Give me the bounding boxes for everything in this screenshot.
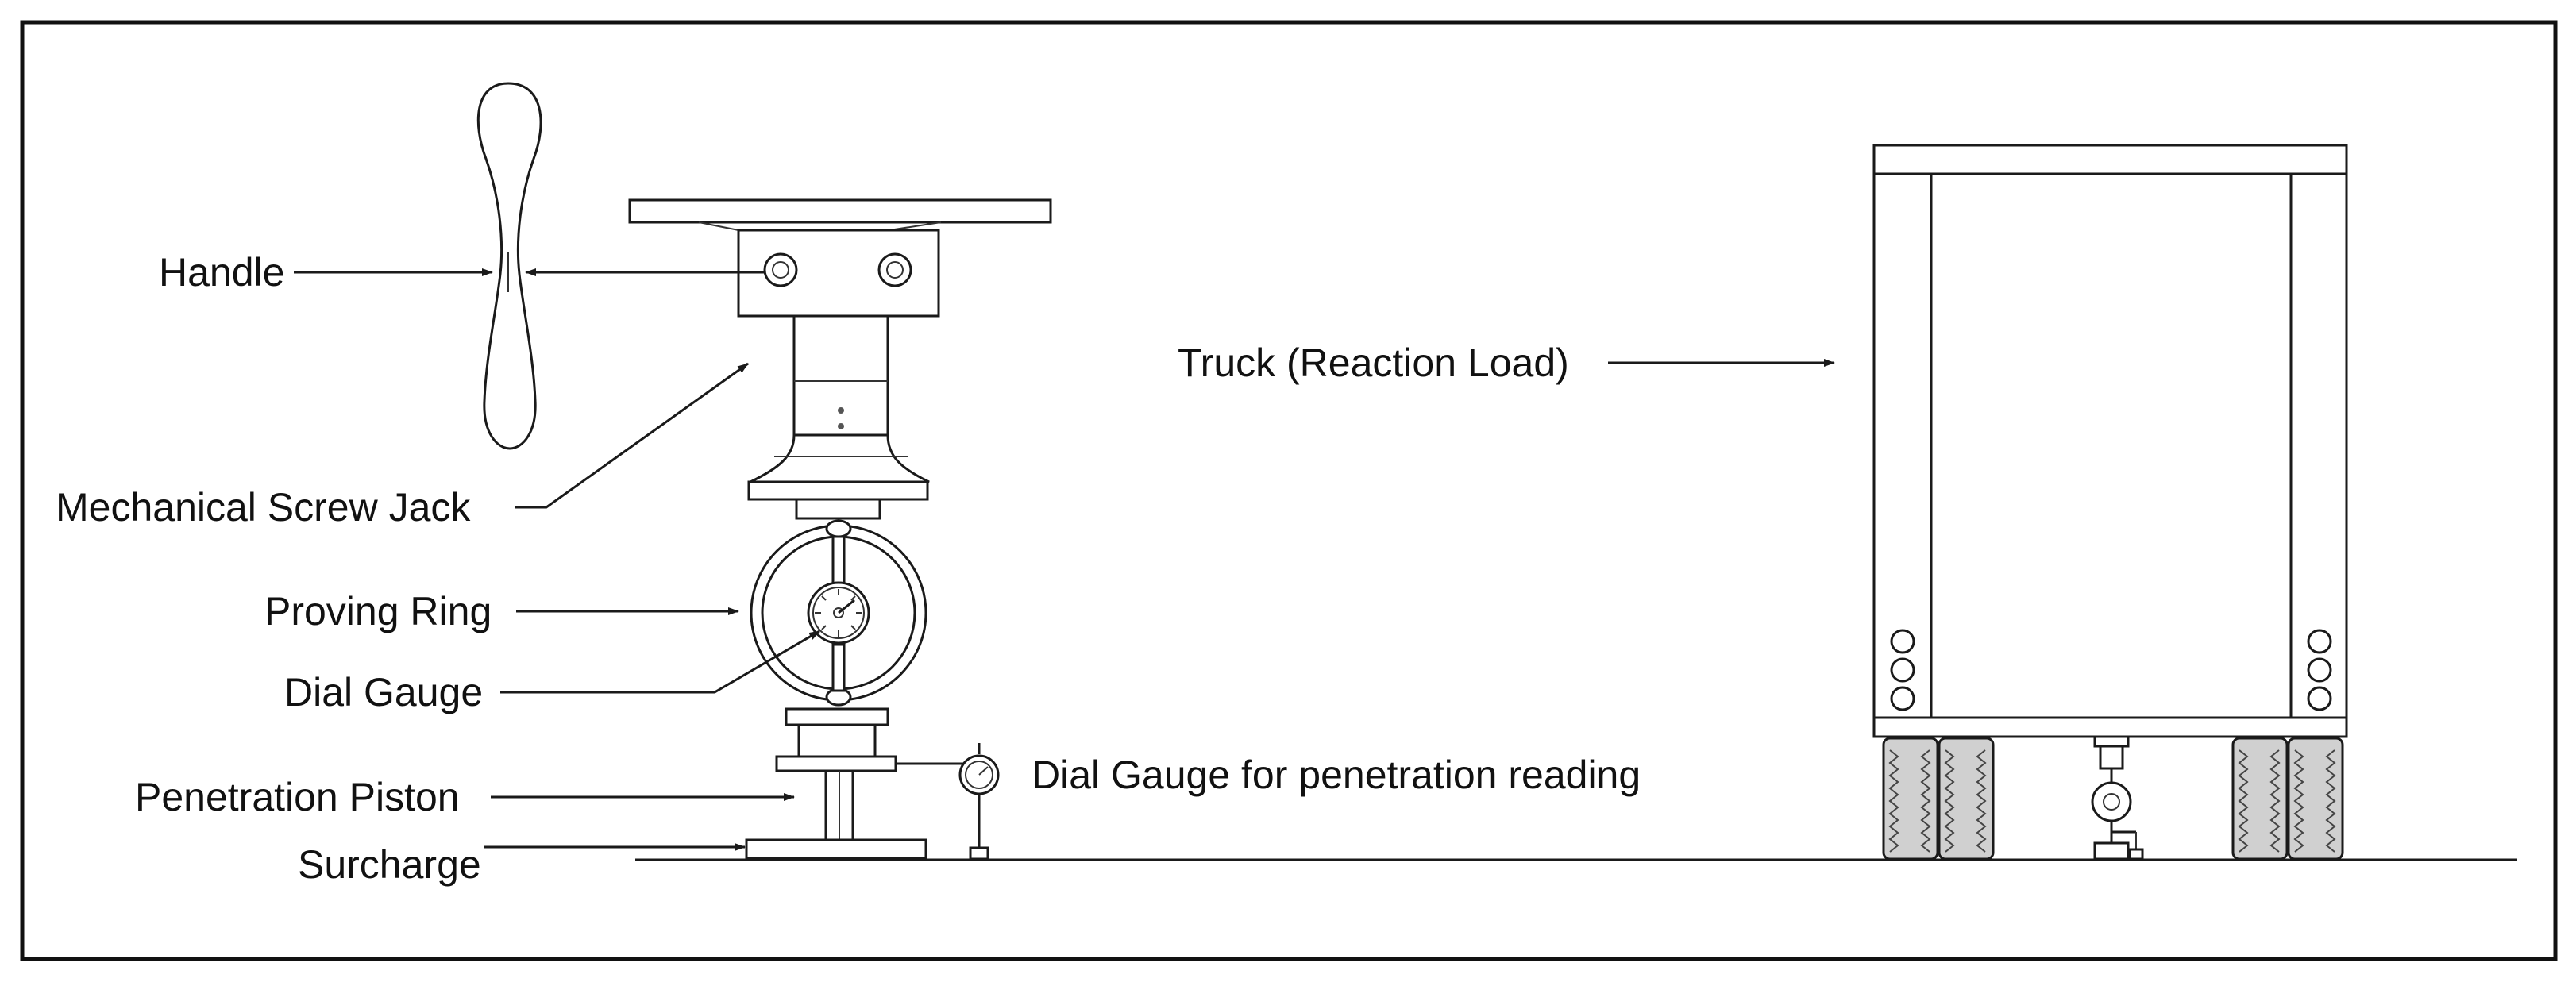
truck-light	[1890, 629, 1915, 654]
truck-light	[1890, 686, 1915, 711]
surcharge-plate	[745, 838, 927, 860]
jack-bolt-right	[877, 252, 912, 287]
dial-gauge-arrow	[500, 630, 820, 694]
label-truck-reaction-load: Truck (Reaction Load)	[1178, 341, 1569, 385]
penetration-piston	[775, 707, 965, 841]
truck-test-assembly	[2091, 735, 2144, 861]
jack-bolt-left	[763, 252, 798, 287]
label-proving-ring: Proving Ring	[264, 589, 492, 633]
label-dial-gauge-penetration: Dial Gauge for penetration reading	[1032, 753, 1641, 797]
truck-light	[2307, 657, 2332, 683]
screw-jack-arrow	[515, 362, 749, 509]
label-surcharge: Surcharge	[298, 842, 481, 887]
label-handle: Handle	[159, 250, 284, 295]
mechanical-screw-jack	[628, 198, 1052, 520]
truck-light	[2307, 629, 2332, 654]
handle	[476, 82, 542, 450]
truck-light	[1890, 657, 1915, 683]
label-penetration-piston: Penetration Piston	[135, 775, 460, 819]
label-mechanical-screw-jack: Mechanical Screw Jack	[56, 485, 471, 530]
dial-gauge	[807, 581, 870, 645]
truck-light	[2307, 686, 2332, 711]
label-dial-gauge: Dial Gauge	[284, 670, 483, 714]
penetration-dial-gauge	[958, 743, 1000, 861]
truck-reaction-load	[1872, 144, 2348, 861]
